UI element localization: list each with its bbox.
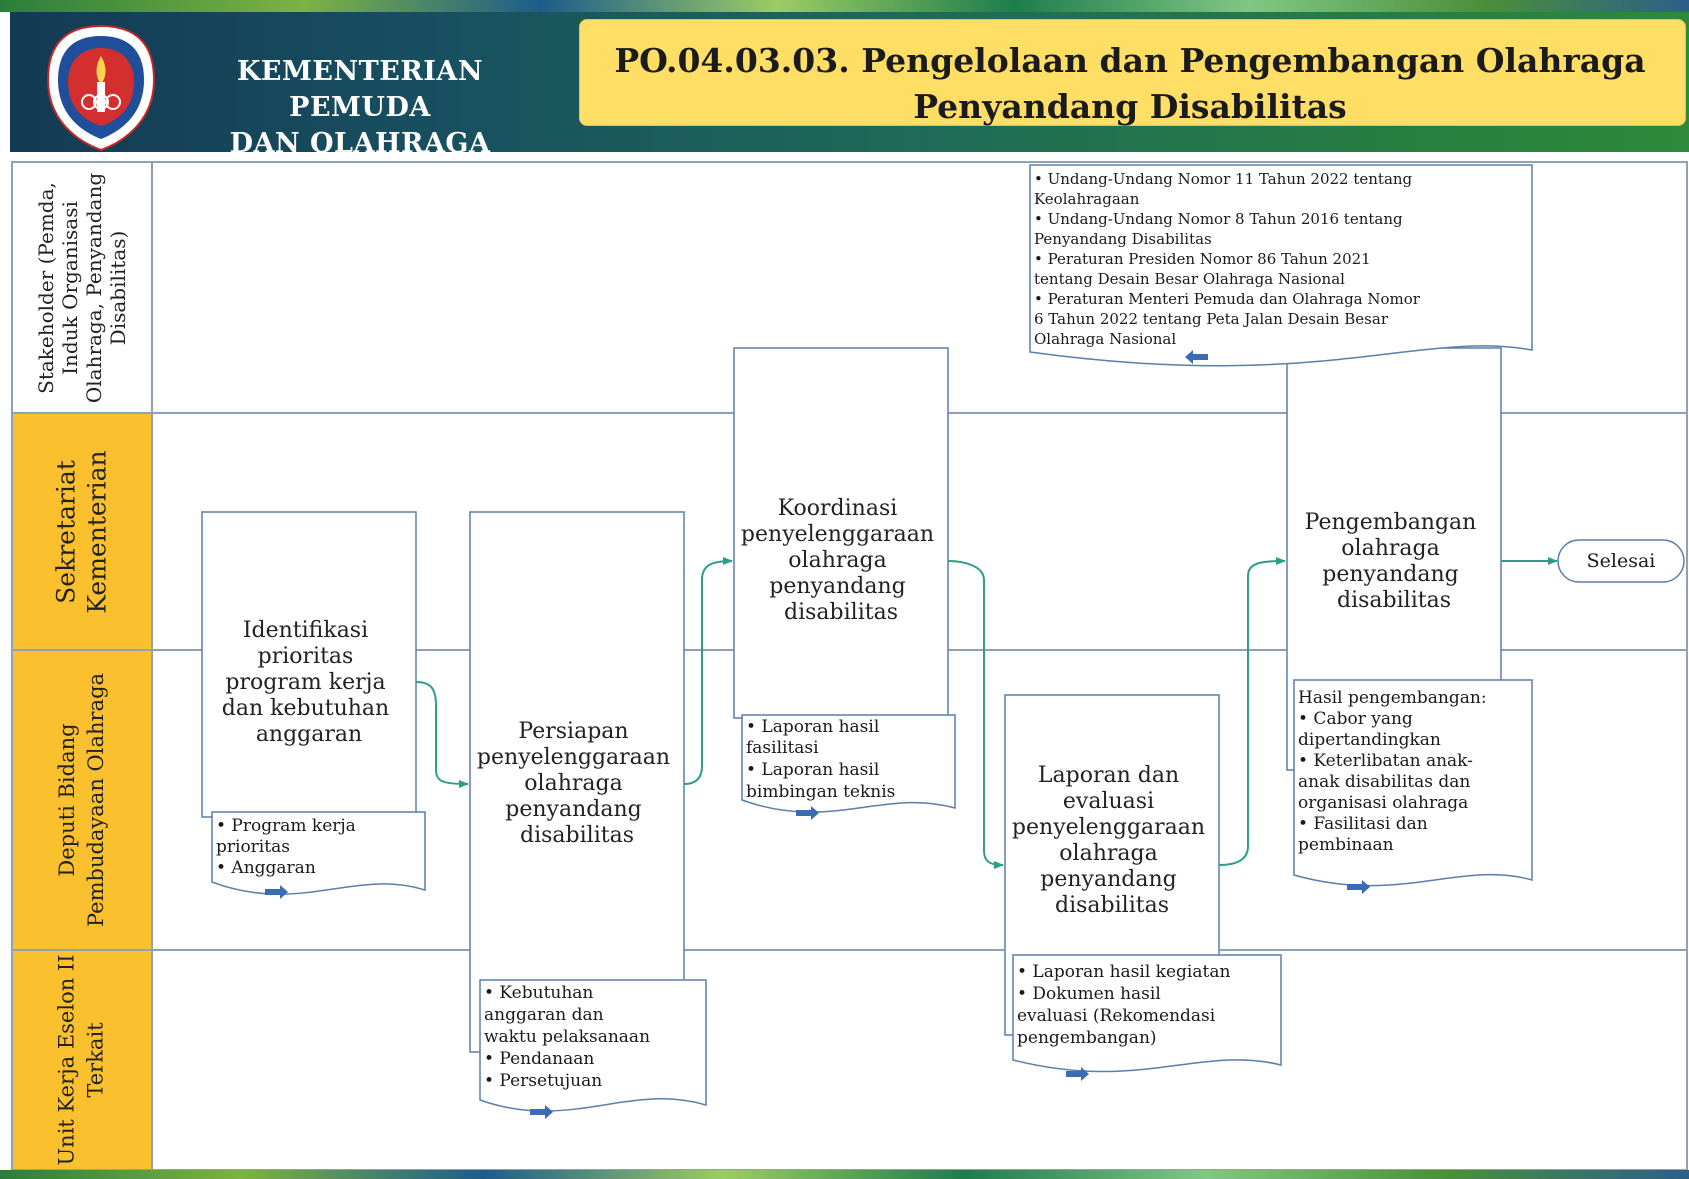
top-decorative-stripe [0,0,1689,12]
ministry-logo [46,24,156,152]
connector-laporan-to-pengembangan [1218,557,1286,866]
connector-identifikasi-to-persiapan [415,681,469,788]
ministry-name-line2: DAN OLAHRAGA [229,128,491,159]
terminator-selesai [1557,539,1685,583]
document-text-laporan-fasilitasi: • Laporan hasil fasilitasi • Laporan has… [746,717,895,802]
process-box-identifikasi [201,511,417,818]
document-text-hasil-pengembangan: Hasil pengembangan: • Cabor yang diperta… [1298,688,1492,855]
lane-label-deputi: Deputi Bidang Pembudayaan Olahraga [12,650,152,950]
process-text-persiapan: Persiapan penyelenggaraan olahraga penya… [477,719,677,848]
ministry-name-line1: KEMENTERIAN PEMUDA [236,56,484,123]
document-text-laporan-kegiatan: • Laporan hasil kegiatan • Dokumen hasil… [1017,962,1236,1048]
process-text-koordinasi: Koordinasi penyelenggaraan olahraga peny… [741,496,941,625]
document-shape-kebutuhan [479,979,707,1112]
bottom-decorative-stripe [0,1170,1689,1179]
page-title-line2: Penyandang Disabilitas [913,87,1347,126]
connector-koordinasi-to-laporan [947,560,1004,869]
lane-label-sekretariat: Sekretariat Kementerian [12,413,152,650]
document-text-regulasi: • Undang-Undang Nomor 11 Tahun 2022 tent… [1034,170,1425,348]
document-arrow-right-icon [1347,880,1370,894]
terminator-selesai-label: Selesai [1587,550,1656,572]
ministry-name: KEMENTERIAN PEMUDA DAN OLAHRAGA [175,54,545,162]
lane-label-unit-kerja: Unit Kerja Eselon II Terkait [12,950,152,1170]
connector-persiapan-to-koordinasi [683,557,733,785]
document-text-kebutuhan: • Kebutuhan anggaran dan waktu pelaksana… [484,983,655,1091]
document-arrow-left-icon [1185,350,1208,364]
document-arrow-right-icon [796,806,819,820]
document-shape-program-kerja [211,811,426,895]
document-shape-laporan-fasilitasi [741,714,956,813]
document-shape-regulasi [1029,164,1533,367]
title-box [579,19,1686,126]
process-box-persiapan [469,511,685,1053]
document-shape-hasil-pengembangan [1293,679,1533,887]
document-shape-laporan-kegiatan [1012,954,1282,1073]
process-box-koordinasi [733,347,949,719]
page-title-line1: PO.04.03.03. Pengelolaan dan Pengembanga… [614,41,1646,80]
document-arrow-right-icon [530,1105,553,1119]
process-text-identifikasi: Identifikasi prioritas program kerja dan… [222,618,396,747]
page-title: PO.04.03.03. Pengelolaan dan Pengembanga… [580,38,1680,130]
process-text-pengembangan: Pengembangan olahraga penyandang disabil… [1305,510,1484,613]
document-text-program-kerja: • Program kerja prioritas • Anggaran [216,816,361,878]
document-arrow-right-icon [1066,1067,1089,1081]
document-arrow-right-icon [265,885,288,899]
process-text-laporan-evaluasi: Laporan dan evaluasi penyelenggaraan ola… [1012,763,1212,918]
